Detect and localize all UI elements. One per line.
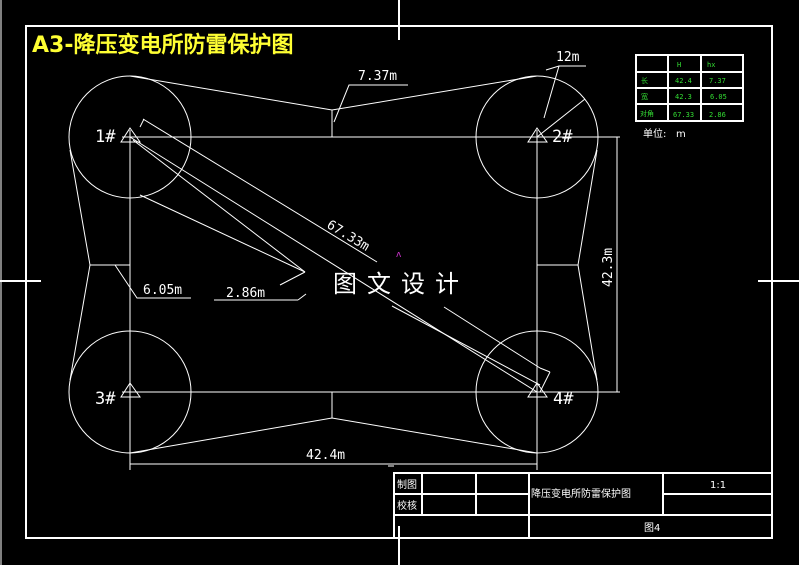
param-row-hx: 6.05 [710,93,727,101]
sheet-number: 图4 [644,522,660,534]
diag-hx-label: 2.86m [226,286,265,301]
param-row-hx: 7.37 [709,77,726,85]
pole-4-triangle-icon [527,382,548,398]
param-table: H hx 长 42.4 7.37 宽 42.3 6.05 对角 67.33 2.… [635,54,744,122]
param-header-h: H [677,61,681,69]
pole-3-triangle-icon [120,382,141,398]
param-row-h: 67.33 [673,111,694,119]
checked-by-label: 校核 [397,499,417,512]
param-row-name: 对角 [640,109,654,118]
diagonal-dim-label: 67.33m [324,218,372,255]
unit-value: m [676,129,686,140]
param-row-hx: 2.86 [709,111,726,119]
pole-label-3: 3# [95,389,116,409]
radius-dim-label: 12m [556,50,580,65]
pole-2-triangle-icon [527,127,548,143]
title-block: 制图 校核 降压变电所防雷保护图 1:1 图4 [388,465,773,539]
side-hx-leader [114,264,191,299]
top-hx-label: 7.37m [358,69,397,84]
pole-label-2: 2# [552,127,573,147]
watermark: 图文设计 [333,270,469,298]
insertion-marker-icon: ʌ [396,250,402,260]
pole-label-4: 4# [553,389,574,409]
scale-value: 1:1 [710,480,726,491]
param-row-h: 42.4 [675,77,692,85]
side-hx-label: 6.05m [143,283,182,298]
radius-leader [545,65,586,71]
param-row-name: 宽 [641,92,648,101]
param-row-name: 长 [641,76,648,85]
unit-label: 单位: [643,127,666,140]
width-dim-label: 42.3m [601,248,616,287]
pole-label-1: 1# [95,127,116,147]
pole-markers [120,127,548,398]
radius-line [536,98,586,138]
drawn-by-label: 制图 [397,478,417,491]
param-row-h: 42.3 [675,93,692,101]
radius-leader-2 [543,65,560,119]
drawing-name: 降压变电所防雷保护图 [531,487,631,500]
param-header-hx: hx [707,61,715,69]
pole-1-triangle-icon [120,127,141,143]
length-dim-label: 42.4m [306,448,345,463]
top-hx-leader [333,84,408,123]
drawing-title: A3-降压变电所防雷保护图 [32,32,293,58]
diagonal-lines [129,118,551,393]
